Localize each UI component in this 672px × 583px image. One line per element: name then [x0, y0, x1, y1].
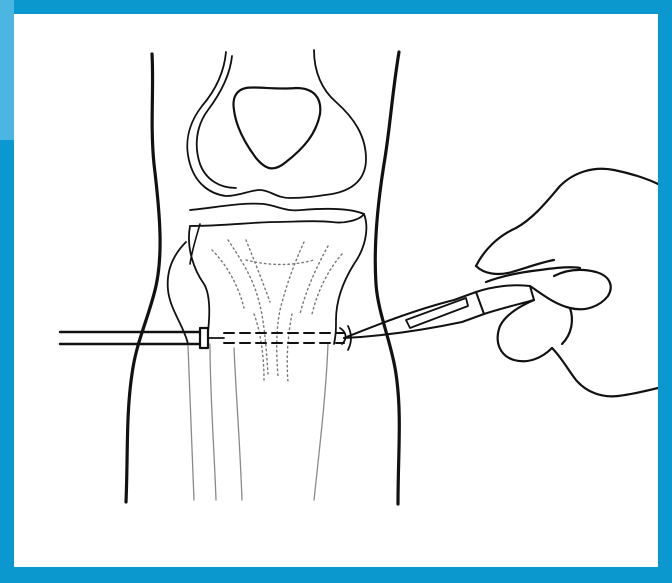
- frame-highlight-bar: [0, 0, 14, 140]
- patella: [234, 87, 321, 168]
- knee-illustration: [14, 14, 658, 567]
- illustration-panel: [14, 14, 658, 567]
- tibia: [189, 204, 366, 500]
- guide-pin: [60, 328, 344, 348]
- bone-stippling: [212, 240, 342, 382]
- leg-outline: [126, 52, 399, 504]
- scalpel: [344, 285, 534, 338]
- femur: [187, 50, 366, 198]
- hand: [476, 169, 658, 397]
- fibula: [168, 242, 242, 500]
